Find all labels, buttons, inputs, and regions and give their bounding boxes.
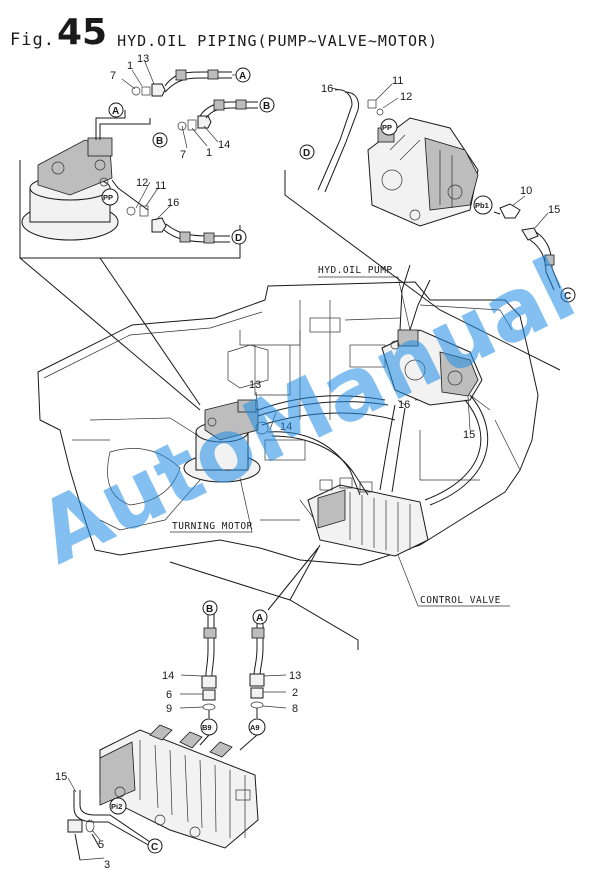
callout-15-c: 15: [55, 771, 67, 783]
callout-1-b: 1: [206, 147, 212, 159]
callout-5: 5: [98, 839, 104, 851]
leader-inset-pump: [409, 279, 431, 331]
label-turning-motor: TURNING MOTOR: [172, 521, 253, 532]
svg-text:A: A: [239, 71, 246, 82]
callout-1-a: 1: [127, 60, 133, 72]
port-bubble-b-valve: B: [202, 600, 218, 616]
callout-7-b: 7: [180, 149, 186, 161]
center-hoses: [257, 394, 489, 506]
port-bubble-b-inset: B: [152, 132, 168, 148]
leader-hyd-oil-pump: [318, 276, 411, 331]
turning-motor-center: [183, 399, 269, 483]
leader-inset-motor-1: [19, 257, 201, 411]
port-bubble-a-valve: A: [252, 609, 268, 625]
callout-16-b: 16: [321, 83, 333, 95]
hyd-oil-pump-center: [381, 329, 483, 406]
port-bubble-d-inset: D: [231, 229, 247, 245]
port-bubble-c-pump: C: [560, 287, 576, 303]
figure-number: 45: [56, 12, 108, 53]
inset-turning-motor: [19, 110, 241, 259]
port-bubble-c-valve: C: [147, 838, 163, 854]
control-valve-center: [307, 477, 429, 557]
leader-inset-pump-2: [399, 264, 411, 331]
port-bubble-a9: A9: [248, 718, 266, 736]
port-bubble-pi2: Pi2: [109, 797, 127, 815]
label-control-valve: CONTROL VALVE: [420, 595, 501, 606]
callout-15-b: 15: [463, 429, 475, 441]
port-bubble-pb1: Pb1: [473, 195, 493, 215]
svg-text:Pi2: Pi2: [111, 802, 122, 811]
svg-text:A: A: [256, 613, 263, 624]
inset-control-valve: [99, 544, 359, 849]
callout-14-b: 14: [280, 421, 292, 433]
callout-9: 9: [166, 703, 172, 715]
leader-turning-motor: [170, 477, 253, 533]
figure-title: HYD.OIL PIPING(PUMP~VALVE~MOTOR): [117, 32, 439, 50]
inset-pump: [284, 89, 561, 371]
callout-16-c: 16: [398, 399, 410, 411]
port-bubble-pp-pump: PP: [380, 118, 398, 136]
callout-13-b: 13: [249, 379, 261, 391]
svg-text:Pb1: Pb1: [475, 201, 489, 210]
leader-control-valve: [397, 554, 510, 607]
callout-15-a: 15: [548, 204, 560, 216]
figure-header: Fig. 45 HYD.OIL PIPING(PUMP~VALVE~MOTOR): [10, 10, 439, 53]
port-bubble-b-top: B: [259, 97, 275, 113]
callout-2: 2: [292, 687, 298, 699]
callout-7-a: 7: [110, 70, 116, 82]
svg-text:PP: PP: [382, 123, 392, 132]
svg-text:B9: B9: [202, 723, 212, 732]
callout-6: 6: [166, 689, 172, 701]
figure-prefix: Fig.: [10, 30, 55, 50]
svg-text:C: C: [151, 842, 158, 853]
svg-text:PP: PP: [103, 193, 113, 202]
svg-text:C: C: [564, 291, 571, 302]
port-bubble-d-pump: D: [299, 144, 315, 160]
callout-11-b: 11: [392, 75, 403, 87]
watermark: AutoManual: [23, 239, 590, 584]
port-bubble-a-inset: A: [108, 102, 124, 118]
callout-8: 8: [292, 703, 298, 715]
callout-11-a: 11: [155, 180, 166, 192]
callout-13-c: 13: [289, 670, 301, 682]
callout-12-b: 12: [400, 91, 412, 103]
callout-leaders: [67, 61, 549, 861]
port-bubble-b9: B9: [200, 718, 218, 736]
label-hyd-oil-pump: HYD.OIL PUMP: [318, 265, 393, 276]
callout-16-a: 16: [167, 197, 179, 209]
callout-12-a: 12: [136, 177, 148, 189]
svg-text:B: B: [206, 604, 213, 615]
leader-inset-motor-2: [99, 257, 201, 406]
svg-text:D: D: [303, 148, 310, 159]
inset-hoses: [126, 69, 258, 244]
svg-text:B: B: [156, 136, 163, 147]
svg-text:A9: A9: [250, 723, 260, 732]
svg-text:A: A: [112, 106, 119, 117]
callout-14-c: 14: [162, 670, 174, 682]
callout-10: 10: [520, 185, 532, 197]
upper-frame-outline: [37, 281, 539, 566]
svg-text:D: D: [235, 233, 242, 244]
svg-text:B: B: [263, 101, 270, 112]
callout-3: 3: [104, 859, 110, 871]
inset-valve-hoses: [67, 612, 265, 861]
port-bubble-pp-inset: PP: [101, 188, 119, 206]
callout-13-a: 13: [137, 53, 149, 65]
callout-14-a: 14: [218, 139, 230, 151]
port-bubble-a-top: A: [232, 67, 251, 83]
